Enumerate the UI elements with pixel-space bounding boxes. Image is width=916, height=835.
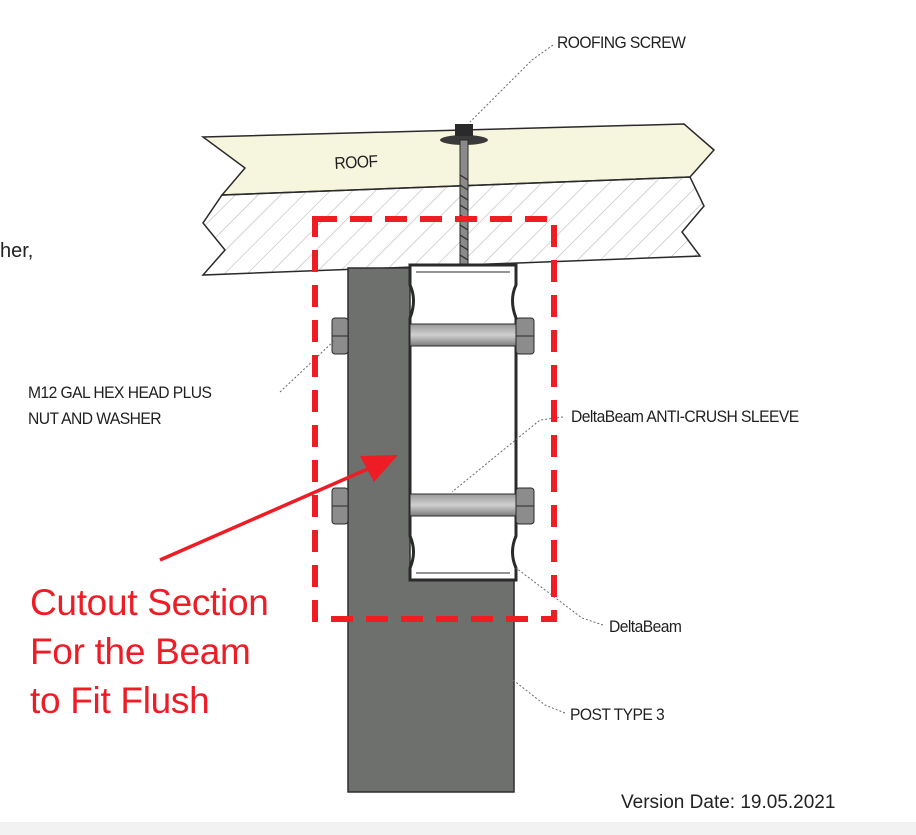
version-date: Version Date: 19.05.2021 xyxy=(621,792,836,813)
cutout-line-2: For the Beam xyxy=(30,631,251,672)
bolt-head-upper xyxy=(331,317,349,355)
anti-crush-sleeve-lower xyxy=(409,493,517,517)
roof-structure-hatched xyxy=(201,176,705,276)
leader-post xyxy=(507,675,566,714)
leader-bolt xyxy=(279,339,336,393)
cutout-arrow xyxy=(159,455,398,562)
cutout-line-1: Cutout Section xyxy=(30,582,269,623)
leader-deltabeam xyxy=(515,567,604,626)
label-post-type: POST TYPE 3 xyxy=(570,705,665,724)
label-bolt-line2: NUT AND WASHER xyxy=(28,409,162,428)
cutout-highlight-box xyxy=(312,216,557,622)
cut-off-text-fragment: her, xyxy=(0,240,34,262)
label-bolt-line1: M12 GAL HEX HEAD PLUS xyxy=(28,383,212,402)
bolt-head-lower xyxy=(331,487,349,525)
label-roof: ROOF xyxy=(334,151,378,173)
leader-roofing-screw xyxy=(469,44,554,123)
bolt-nut-lower xyxy=(515,487,535,525)
deltabeam-profile xyxy=(408,263,518,582)
cutout-line-3: to Fit Flush xyxy=(30,680,210,721)
label-bolt: M12 GAL HEX HEAD PLUS NUT AND WASHER xyxy=(28,380,212,432)
anti-crush-sleeve-upper xyxy=(409,323,517,347)
footer-strip xyxy=(0,822,916,835)
label-anti-crush-sleeve: DeltaBeam ANTI-CRUSH SLEEVE xyxy=(571,407,799,426)
label-roofing-screw: ROOFING SCREW xyxy=(557,33,686,52)
label-deltabeam: DeltaBeam xyxy=(609,617,682,636)
bolt-nut-upper xyxy=(515,317,535,355)
cutout-annotation-text: Cutout Section For the Beam to Fit Flush xyxy=(30,578,269,725)
